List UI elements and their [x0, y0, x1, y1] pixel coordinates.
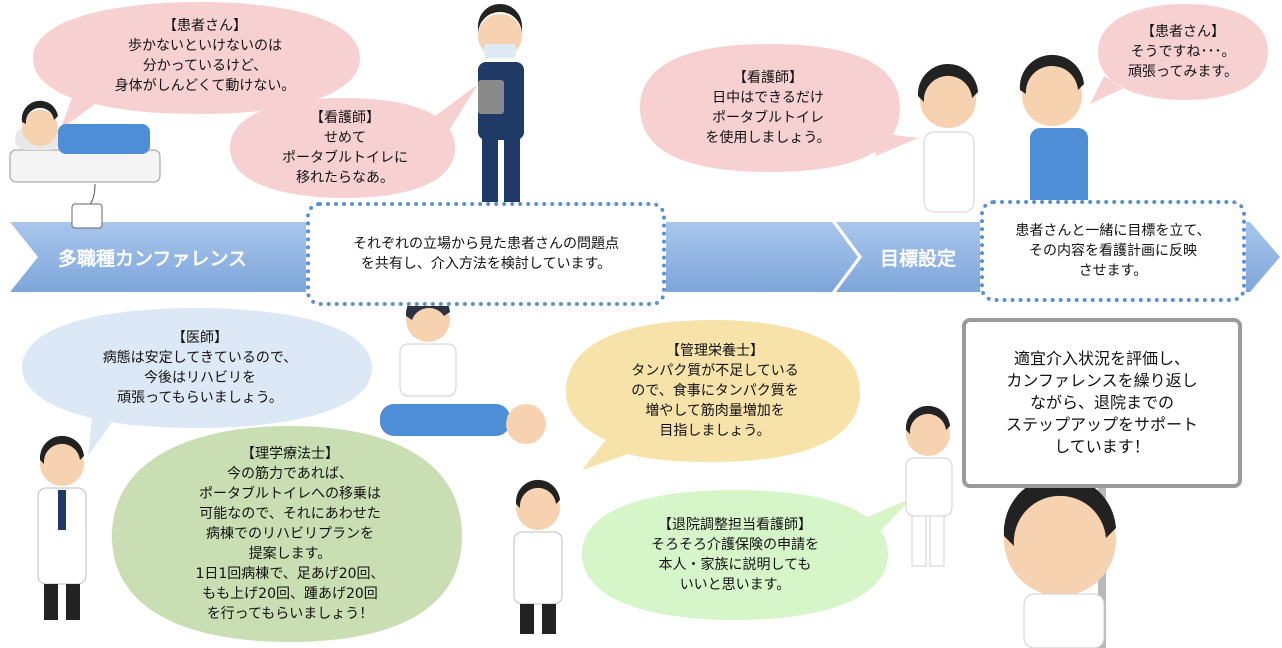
nurse1-bubble-shape — [230, 84, 478, 198]
patient1-speech-text: 【患者さん】 歩かないといけないのは 分かっているけど、 身体がしんどくて動けな… — [114, 18, 296, 94]
nurse1-speech-bubble: 【看護師】 せめて ポータブルトイレに 移れたらなあ。 — [240, 104, 450, 192]
dietitian-illustration — [513, 479, 563, 634]
pt-speech-text: 【理学療法士】 今の筋力であれば、 ポータブルトイレへの移乗は 可能なので、それ… — [195, 446, 385, 622]
dietitian-speech-bubble: 【管理栄養士】 タンパク質が不足している ので、食事にタンパク質を 増やして筋肉… — [590, 328, 840, 454]
dietitian-speech-text: 【管理栄養士】 タンパク質が不足している ので、食事にタンパク質を 増やして筋肉… — [631, 343, 799, 439]
doctor-illustration — [37, 435, 87, 620]
doctor-speech-bubble: 【医師】 病態は安定してきているので、 今後はリハビリを 頑張ってもらいましょう… — [40, 316, 360, 420]
patient1-speech-bubble: 【患者さん】 歩かないといけないのは 分かっているけど、 身体がしんどくて動けな… — [70, 6, 340, 106]
conference-description-box: それぞれの立場から見た患者さんの問題点 を共有し、介入方法を検討しています。 — [306, 202, 666, 306]
doctor-bubble-shape — [22, 308, 372, 456]
nurse2-speech-text: 【看護師】 日中はできるだけ ポータブルトイレ を使用しましょう。 — [705, 70, 831, 146]
patient-talking-illustration — [1019, 54, 1088, 212]
support-sign: 適宜介入状況を評価し、 カンファレンスを繰り返し ながら、退院までの ステップア… — [962, 318, 1242, 488]
sign-holder-nurse-illustration — [1003, 475, 1116, 648]
nurse2-speech-bubble: 【看護師】 日中はできるだけ ポータブルトイレ を使用しましょう。 — [648, 60, 888, 156]
discharge-nurse-illustration — [905, 405, 953, 567]
nurse-talking-illustration — [917, 63, 978, 213]
goal-arrow-label: 目標設定 — [880, 248, 957, 270]
doctor-speech-text: 【医師】 病態は安定してきているので、 今後はリハビリを 頑張ってもらいましょう… — [102, 330, 298, 406]
patient2-bubble-shape — [1090, 4, 1268, 104]
patient2-speech-text: 【患者さん】 そうですね･･･。 頑張ってみます。 — [1128, 24, 1238, 80]
patient1-bubble-shape — [33, 2, 360, 130]
pt-speech-bubble: 【理学療法士】 今の筋力であれば、 ポータブルトイレへの移乗は 可能なので、それ… — [130, 432, 450, 636]
discharge-nurse-speech-bubble: 【退院調整担当看護師】 そろそろ介護保険の申請を 本人・家族に説明しても いいと… — [600, 498, 870, 612]
bedridden-patient-illustration — [9, 100, 161, 229]
conference-arrow-label: 多職種カンファレンス — [58, 248, 248, 270]
nurse2-bubble-shape — [640, 44, 918, 172]
nurse-standing-illustration — [478, 4, 524, 202]
pt-bubble-shape — [112, 426, 462, 642]
patient2-speech-bubble: 【患者さん】 そうですね･･･。 頑張ってみます。 — [1100, 12, 1266, 92]
nurse1-speech-text: 【看護師】 せめて ポータブルトイレに 移れたらなあ。 — [282, 110, 408, 186]
dietitian-bubble-shape — [566, 320, 860, 470]
goal-description-box: 患者さんと一緒に目標を立て、 その内容を看護計画に反映 させます。 — [980, 200, 1246, 302]
physical-therapist-illustration — [380, 291, 546, 444]
discharge-nurse-bubble-shape — [582, 490, 912, 620]
discharge-nurse-speech-text: 【退院調整担当看護師】 そろそろ介護保険の申請を 本人・家族に説明しても いいと… — [651, 517, 819, 593]
